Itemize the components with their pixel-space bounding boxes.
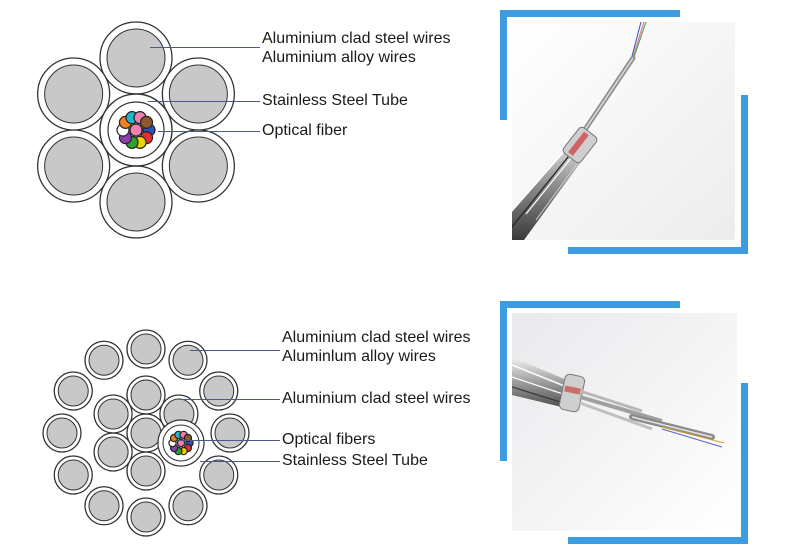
aluminium-wire (99, 165, 173, 239)
leader-optical-fibers (180, 440, 280, 441)
leader-aluminium-clad-steel (150, 47, 260, 48)
leader-optical-fiber (158, 131, 260, 132)
frame-left-edge (500, 10, 507, 120)
aluminium-wire (126, 497, 166, 537)
bottom-cable-cross-section (42, 329, 250, 537)
aluminium-wire (126, 413, 166, 453)
aluminium-wire (53, 371, 93, 411)
label-aluminium-clad-steel-wires: Aluminium clad steel wires (262, 30, 451, 47)
frame-top-edge (500, 10, 680, 17)
optical-fiber (129, 123, 143, 137)
optical-fiber (183, 433, 193, 443)
aluminium-wire (126, 329, 166, 369)
aluminium-wire (168, 486, 208, 526)
label-aluminium-alloy-wires: Aluminlum alloy wires (282, 348, 436, 365)
optical-fiber (139, 115, 154, 129)
wire-layers (42, 329, 250, 537)
top-cable-panel: Aluminium clad steel wires Aluminium all… (36, 10, 748, 254)
aluminium-wire (161, 57, 236, 131)
cable-photo-bottom (512, 313, 737, 531)
top-cable-cross-section (36, 21, 236, 239)
leader-stainless-tube (148, 101, 260, 102)
frame-right-edge (741, 95, 748, 254)
frame-left-edge (500, 301, 507, 461)
frame-top-edge (500, 301, 680, 308)
aluminium-wire (161, 129, 236, 203)
label-stainless-steel-tube: Stainless Steel Tube (282, 452, 428, 469)
bottom-cable-panel: Aluminium clad steel wires Aluminlum all… (0, 279, 800, 558)
aluminium-wire (99, 21, 173, 95)
aluminium-wire (199, 455, 239, 495)
optical-fiber (176, 438, 186, 448)
frame-bottom-edge (568, 537, 748, 544)
outer-wire-ring (36, 21, 236, 239)
label-optical-fibers: Optical fibers (282, 431, 376, 448)
aluminium-wire (168, 340, 208, 380)
label-aluminium-clad-steel-wires-outer: Aluminium clad steel wires (282, 329, 471, 346)
optical-fiber-bundle (116, 111, 156, 149)
optical-fiber-bundle (168, 430, 194, 456)
cable-photo-top (512, 22, 735, 240)
aluminium-wire (36, 57, 111, 131)
label-optical-fiber: Optical fiber (262, 122, 348, 139)
aluminium-wire (199, 371, 239, 411)
label-aluminium-alloy-wires: Aluminium alloy wires (262, 49, 416, 66)
aluminium-wire (93, 432, 133, 472)
leader-aluminium-clad-steel-inner (180, 399, 280, 400)
leader-aluminium-clad-steel-outer (190, 350, 280, 351)
aluminium-wire (84, 340, 124, 380)
label-aluminium-clad-steel-wires-inner: Aluminium clad steel wires (282, 390, 471, 407)
aluminium-wire (93, 394, 133, 434)
label-stainless-steel-tube: Stainless Steel Tube (262, 92, 408, 109)
aluminium-wire (126, 451, 166, 491)
aluminium-wire (84, 486, 124, 526)
aluminium-wire (53, 455, 93, 495)
leader-stainless-tube (200, 461, 280, 462)
aluminium-wire (126, 375, 166, 415)
frame-right-edge (741, 383, 748, 544)
frame-bottom-edge (568, 247, 748, 254)
aluminium-wire (36, 129, 111, 203)
aluminium-wire (210, 413, 250, 453)
aluminium-wire (42, 413, 82, 453)
